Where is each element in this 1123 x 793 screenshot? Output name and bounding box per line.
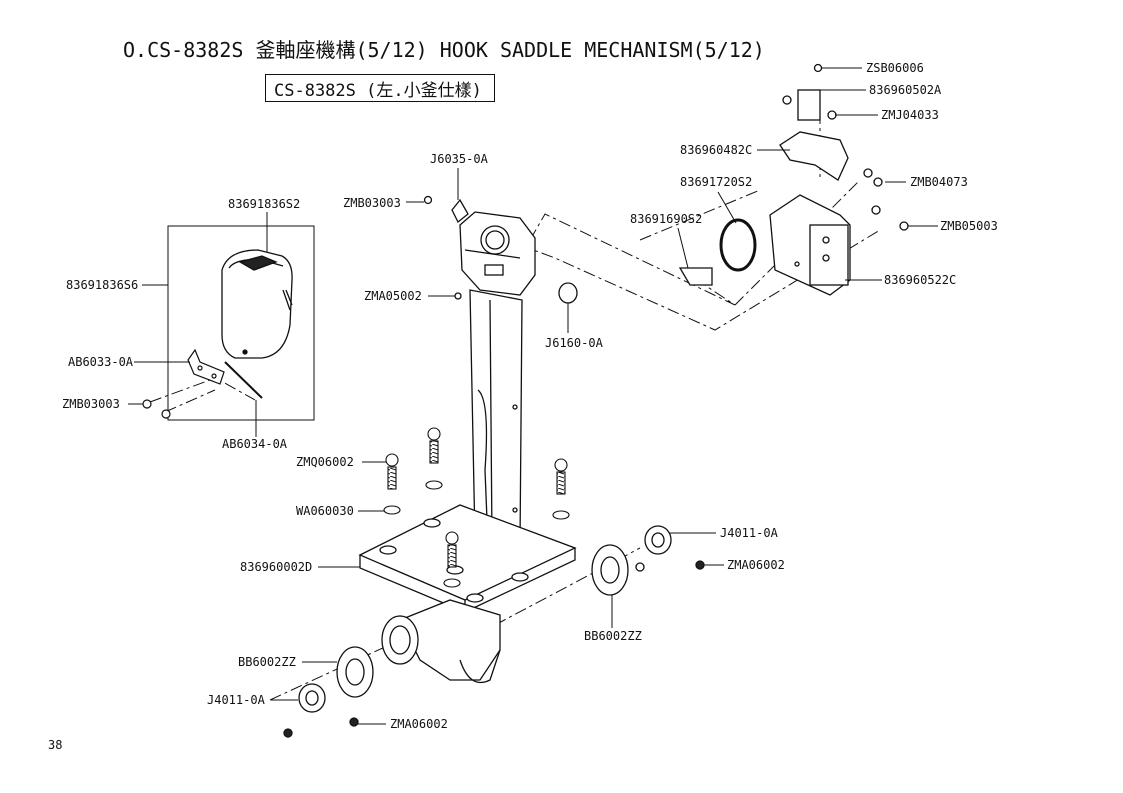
label-zmb05003-right: ZMB05003	[940, 219, 998, 233]
label-836960522c: 836960522C	[884, 273, 956, 287]
label-zmb04073: ZMB04073	[910, 175, 968, 189]
label-zma05002: ZMA05002	[364, 289, 422, 303]
saddle-post	[423, 195, 578, 546]
page-title: O.CS-8382S 釜軸座機構(5/12) HOOK SADDLE MECHA…	[123, 38, 765, 62]
label-zsb06006: ZSB06006	[866, 61, 924, 75]
page-number: 38	[48, 738, 63, 752]
base-casting	[358, 504, 577, 684]
label-836960482c: 836960482C	[680, 143, 752, 157]
label-zma06002-left: ZMA06002	[390, 717, 448, 731]
label-zmb03003-top: ZMB03003	[343, 196, 401, 210]
label-zmb03003-left: ZMB03003	[62, 397, 120, 411]
label-j6035: J6035-0A	[430, 152, 489, 166]
label-bb6002zz-left: BB6002ZZ	[238, 655, 296, 669]
label-ab6033: AB6033-0A	[68, 355, 134, 369]
cover-part	[221, 249, 293, 359]
variant-label: CS-8382S (左.小釜仕樣)	[274, 80, 482, 101]
label-ab6034: AB6034-0A	[222, 437, 288, 451]
bracket-part	[142, 348, 263, 419]
label-83691690s2: 83691690S2	[630, 212, 702, 226]
part-labels: ZSB06006 836960502A ZMJ04033 836960482C …	[62, 61, 998, 731]
base-screws	[383, 427, 570, 588]
label-83691836s2: 83691836S2	[228, 197, 300, 211]
cover-subassembly-frame	[167, 225, 315, 421]
label-zmj04033: ZMJ04033	[881, 108, 939, 122]
label-j4011-left: J4011-0A	[207, 693, 266, 707]
label-wa060030: WA060030	[296, 504, 354, 518]
label-836960502a: 836960502A	[869, 83, 942, 97]
gear-housing-parts	[678, 63, 909, 296]
label-j6160: J6160-0A	[545, 336, 604, 350]
variant-label-box: CS-8382S (左.小釜仕樣)	[265, 74, 495, 102]
label-83691720s2: 83691720S2	[680, 175, 752, 189]
label-bb6002zz-right: BB6002ZZ	[584, 629, 642, 643]
leader-lines	[128, 67, 938, 725]
bearing-parts	[283, 525, 705, 738]
label-j4011-right: J4011-0A	[720, 526, 779, 540]
label-836960002d: 836960002D	[240, 560, 312, 574]
label-zma06002-right: ZMA06002	[727, 558, 785, 572]
label-zmq06002: ZMQ06002	[296, 455, 354, 469]
label-83691836s6: 83691836S6	[66, 278, 138, 292]
